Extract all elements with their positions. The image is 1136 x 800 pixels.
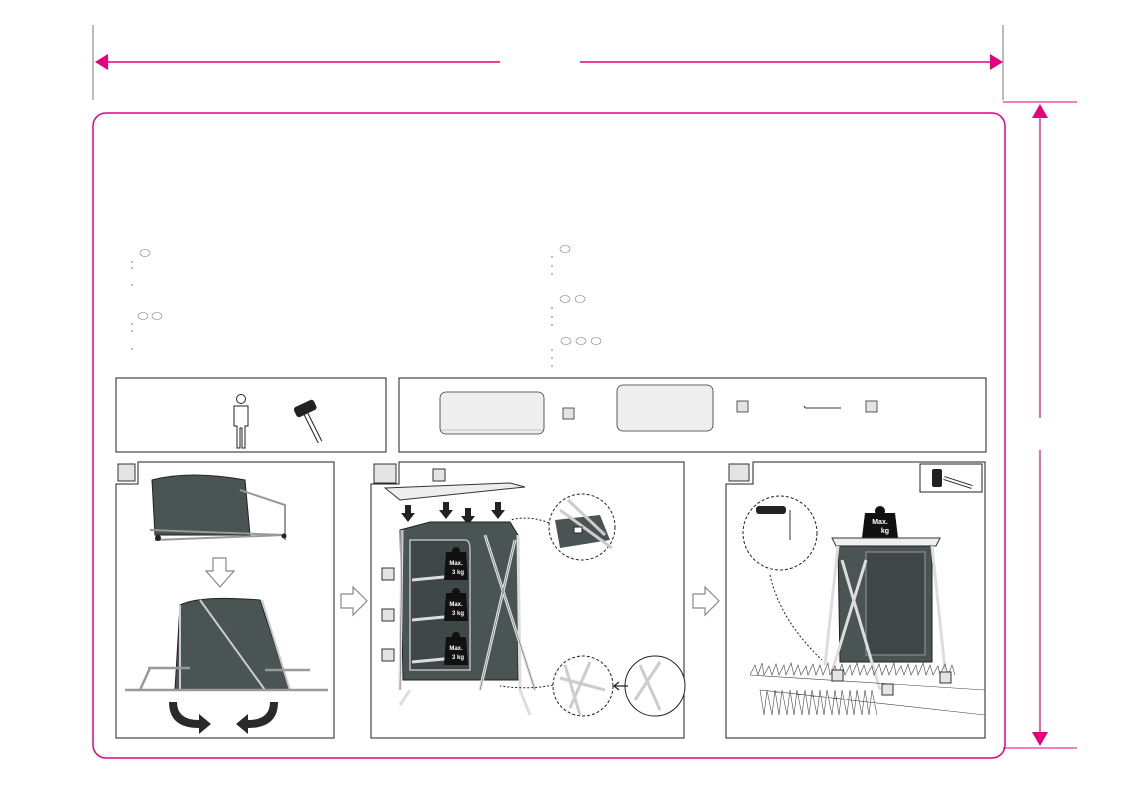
instruction-text-right: [551, 245, 602, 367]
weight-icon: Max. 3 kg: [444, 632, 468, 665]
part-label-box: [736, 400, 749, 413]
weight-value-label: 3 kg: [452, 611, 464, 617]
down-arrow-icon: [204, 557, 236, 588]
weight-icon: Max. 3 kg: [444, 547, 468, 580]
step-3-panel: Max. kg: [725, 461, 986, 739]
rotate-arrow-icon: [169, 702, 211, 734]
detail-circle-peg: [742, 495, 823, 661]
step-number-box: [117, 463, 136, 482]
instruction-text-left: [131, 249, 163, 350]
shelf-part: [616, 384, 714, 432]
weight-icon: Max. 3 kg: [444, 588, 468, 621]
page-frame: [92, 112, 1006, 759]
peg-part: [803, 405, 841, 409]
step-number-box: [373, 463, 397, 484]
step-1-panel: [115, 461, 335, 739]
unfolding-cabinet-illustration: [125, 597, 328, 692]
detail-circle-leg: [499, 655, 686, 717]
parts-box: [398, 377, 987, 453]
weight-value-label: 3 kg: [452, 570, 464, 576]
step-2-panel: Max. 3 kg Max. 3 kg Max. 3 kg: [370, 461, 686, 739]
weight-value-label: 3 kg: [452, 655, 464, 661]
step-number-box: [728, 463, 750, 482]
tabletop-part: [439, 391, 545, 435]
part-label-box: [432, 468, 446, 482]
peg-labels: [831, 669, 952, 696]
weight-max-label: Max.: [449, 646, 463, 652]
person-icon: [233, 394, 249, 449]
detail-circle-top: [509, 493, 616, 561]
weight-unit-label: kg: [881, 528, 889, 535]
rotate-arrow-icon: [236, 702, 278, 734]
shelf-labels: [381, 567, 395, 662]
tools-box: [115, 377, 387, 453]
dimension-marks: [92, 25, 1077, 749]
next-step-arrow-icon: [692, 585, 720, 617]
weight-max-label: Max.: [449, 602, 463, 608]
assembled-cabinet-illustration: [823, 537, 947, 691]
down-arrows: [401, 502, 505, 525]
tabletop-illustration: [383, 482, 526, 501]
mallet-icon: [293, 399, 323, 444]
top-weight-icon: Max. kg: [862, 506, 898, 538]
mallet-tool-box: [919, 463, 983, 493]
part-label-box: [562, 407, 575, 420]
folded-cabinet-illustration: [149, 474, 287, 541]
part-label-box: [865, 400, 878, 413]
weight-max-label: Max.: [872, 519, 888, 526]
weight-max-label: Max.: [449, 561, 463, 567]
grass-illustration: [749, 661, 986, 716]
next-step-arrow-icon: [340, 585, 368, 617]
